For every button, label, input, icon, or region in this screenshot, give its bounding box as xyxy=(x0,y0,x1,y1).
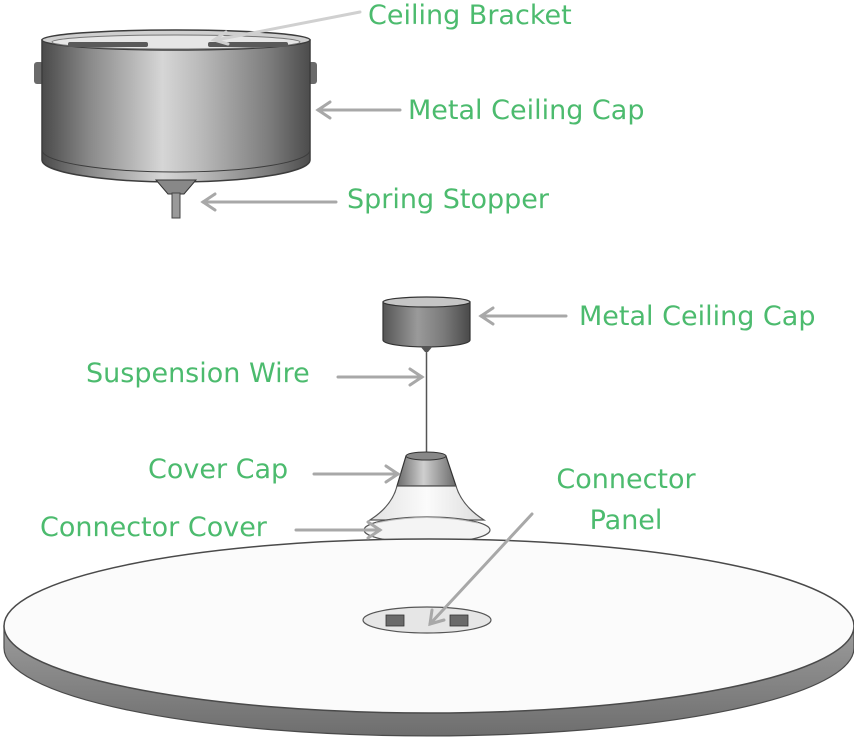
large-metal-ceiling-cap xyxy=(34,29,317,219)
label-ceiling-bracket: Ceiling Bracket xyxy=(368,0,572,31)
stopper-stem xyxy=(171,192,181,219)
cover-assembly xyxy=(363,451,491,544)
label-connector-panel-line1: Connector xyxy=(556,464,696,495)
label-metal-ceiling-cap-top: Metal Ceiling Cap xyxy=(408,95,645,126)
label-connector-cover: Connector Cover xyxy=(40,512,267,543)
connector-panel xyxy=(362,606,492,634)
label-metal-ceiling-cap-small: Metal Ceiling Cap xyxy=(579,301,816,332)
label-suspension-wire: Suspension Wire xyxy=(86,358,310,389)
label-connector-panel-line2: Panel xyxy=(589,505,663,536)
cover-cap xyxy=(396,455,457,487)
connector-terminal-right xyxy=(449,614,469,627)
connector-cover xyxy=(367,485,487,521)
ceiling-bracket-slot-left xyxy=(68,42,148,47)
spring-stopper xyxy=(154,179,198,195)
label-spring-stopper: Spring Stopper xyxy=(347,184,549,215)
light-panel-disc xyxy=(3,538,854,737)
connector-terminal-left xyxy=(385,614,405,627)
small-metal-ceiling-cap xyxy=(382,296,471,352)
leader-lines xyxy=(200,10,568,627)
label-cover-cap: Cover Cap xyxy=(148,454,289,485)
label-connector-panel: Connector Panel xyxy=(546,464,706,537)
